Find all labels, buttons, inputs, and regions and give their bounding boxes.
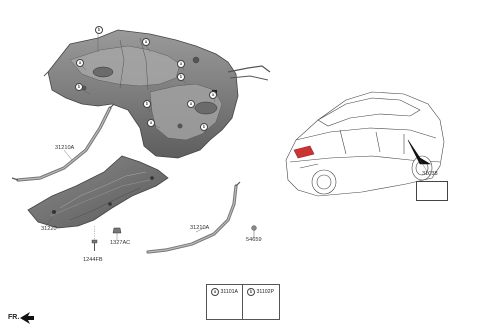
strap-right	[146, 181, 241, 254]
part-label-clip: 54659	[246, 237, 262, 243]
legend-box: a 31101A b 31102P	[206, 284, 280, 320]
legend-code-a: 31101A	[220, 289, 238, 295]
callout-a-circle: a	[147, 119, 155, 127]
legend-key-a: a	[211, 288, 219, 296]
bolt-part	[91, 226, 98, 251]
callout-b-circle: b	[75, 83, 83, 91]
legend-cell-a: a 31101A	[207, 285, 243, 319]
strap-left	[11, 103, 115, 182]
callout-a-circle: a	[76, 59, 84, 67]
part-label-nut: 1327AC	[110, 240, 131, 246]
callout-a-circle: a	[187, 100, 195, 108]
part-label-strap-left: 31210A	[55, 145, 75, 151]
part-label-strap-right: 31210A	[190, 225, 210, 231]
callout-a-circle: a	[177, 60, 185, 68]
front-direction-label: FR.	[8, 314, 20, 321]
vehicle-illustration	[285, 91, 445, 197]
callout-a-circle: a	[209, 91, 217, 99]
nut-part	[112, 227, 122, 240]
legend-cell-b: b 31102P	[243, 285, 278, 319]
legend-key-b: b	[247, 288, 255, 296]
front-direction-arrow	[20, 312, 34, 324]
legend-code-b: 31102P	[256, 289, 274, 295]
strap-left-leader	[63, 149, 73, 161]
part-label-vehicle: 31038	[422, 171, 438, 177]
clip-part	[251, 225, 257, 238]
callout-b-circle: b	[177, 73, 185, 81]
protector-leader	[45, 217, 53, 227]
legend-entry-a: a 31101A	[211, 288, 238, 296]
callout-b-circle: b	[95, 26, 103, 34]
fuel-tank	[43, 29, 271, 159]
part-label-bolt: 1244FB	[83, 257, 103, 263]
callout-b-circle: b	[200, 123, 208, 131]
vehicle-leader	[419, 159, 431, 177]
part-reference-box	[416, 181, 448, 201]
legend-entry-b: b 31102P	[247, 288, 274, 296]
callout-b-circle: b	[143, 100, 151, 108]
part-label-protector: 31220	[41, 226, 57, 232]
strap-right-leader	[195, 227, 205, 233]
callout-a-circle: a	[142, 38, 150, 46]
protector	[27, 155, 169, 229]
